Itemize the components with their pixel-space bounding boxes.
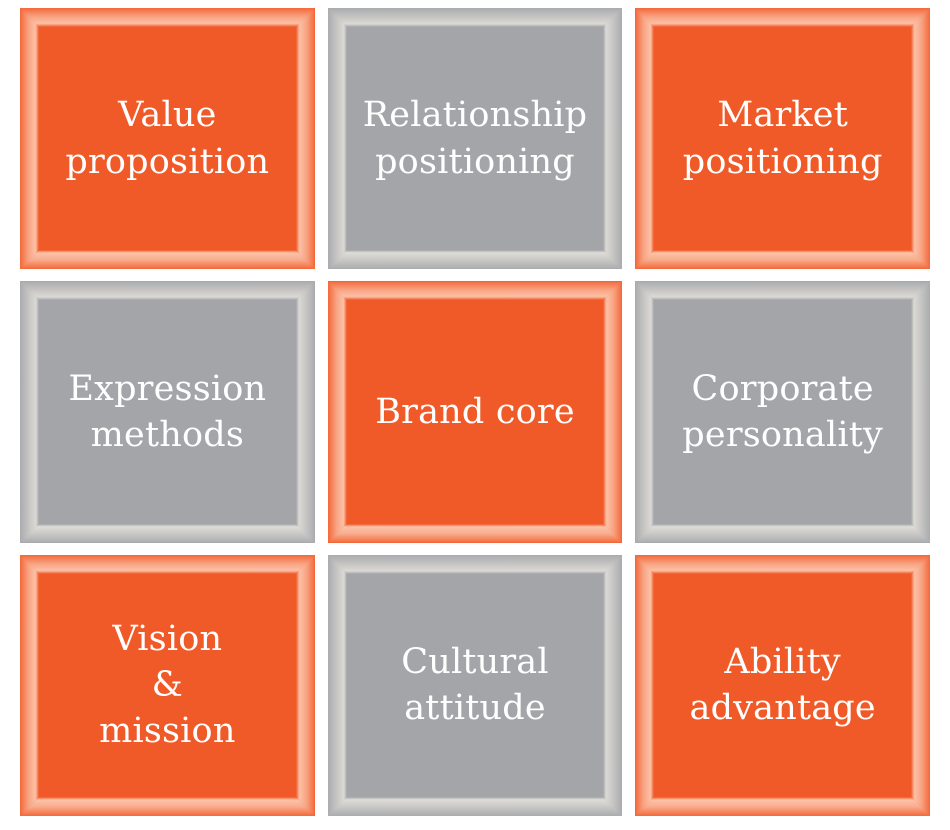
grid-cell-value-proposition[interactable]: Value proposition bbox=[20, 8, 315, 270]
label-line: Brand core bbox=[375, 391, 575, 432]
cell-face-cultural-attitude bbox=[327, 554, 623, 816]
cell-label-relationship-positioning: Relationship positioning bbox=[347, 27, 604, 250]
label-line: Vision bbox=[112, 619, 223, 660]
label-line: mission bbox=[99, 711, 236, 752]
cell-face-market-positioning bbox=[635, 8, 930, 270]
label-line: attitude bbox=[404, 688, 546, 729]
grid-cell-relationship-positioning[interactable]: Relationship positioning bbox=[327, 8, 623, 270]
label-line: Ability bbox=[724, 642, 841, 683]
cell-face-relationship-positioning bbox=[327, 8, 623, 270]
cell-face-vision-and-mission bbox=[20, 554, 315, 816]
label-line: Relationship bbox=[362, 95, 588, 136]
cell-face-ability-advantage bbox=[635, 554, 930, 816]
grid-cell-corporate-personality[interactable]: Corporate personality bbox=[635, 281, 930, 543]
cell-label-market-positioning: Market positioning bbox=[654, 27, 911, 250]
label-line: & bbox=[151, 665, 183, 706]
grid-cell-ability-advantage[interactable]: Ability advantage bbox=[635, 554, 930, 816]
cell-label-cultural-attitude: Cultural attitude bbox=[347, 574, 604, 797]
cell-label-expression-methods: Expression methods bbox=[39, 300, 296, 523]
cell-face-brand-core bbox=[327, 281, 623, 543]
label-line: Cultural bbox=[401, 642, 549, 683]
cell-face-corporate-personality bbox=[635, 281, 930, 543]
label-line: positioning bbox=[375, 141, 575, 182]
grid-cell-expression-methods[interactable]: Expression methods bbox=[20, 281, 315, 543]
cell-label-value-proposition: Value proposition bbox=[39, 27, 296, 250]
label-line: Value bbox=[118, 95, 217, 136]
label-line: advantage bbox=[689, 688, 876, 729]
cell-face-value-proposition bbox=[20, 8, 315, 270]
cell-label-ability-advantage: Ability advantage bbox=[654, 574, 911, 797]
label-line: personality bbox=[682, 414, 884, 455]
cell-label-brand-core: Brand core bbox=[347, 300, 604, 523]
cell-label-vision-and-mission: Vision & mission bbox=[39, 574, 296, 797]
grid-cell-market-positioning[interactable]: Market positioning bbox=[635, 8, 930, 270]
grid-cell-brand-core[interactable]: Brand core bbox=[327, 281, 623, 543]
label-line: methods bbox=[90, 414, 244, 455]
cell-face-expression-methods bbox=[20, 281, 315, 543]
grid-cell-vision-and-mission[interactable]: Vision & mission bbox=[20, 554, 315, 816]
cell-label-corporate-personality: Corporate personality bbox=[654, 300, 911, 523]
label-line: Corporate bbox=[691, 368, 874, 409]
grid-cell-cultural-attitude[interactable]: Cultural attitude bbox=[327, 554, 623, 816]
label-line: positioning bbox=[682, 141, 883, 182]
label-line: Expression bbox=[68, 368, 267, 409]
label-line: Market bbox=[717, 95, 848, 136]
label-line: proposition bbox=[65, 141, 270, 182]
